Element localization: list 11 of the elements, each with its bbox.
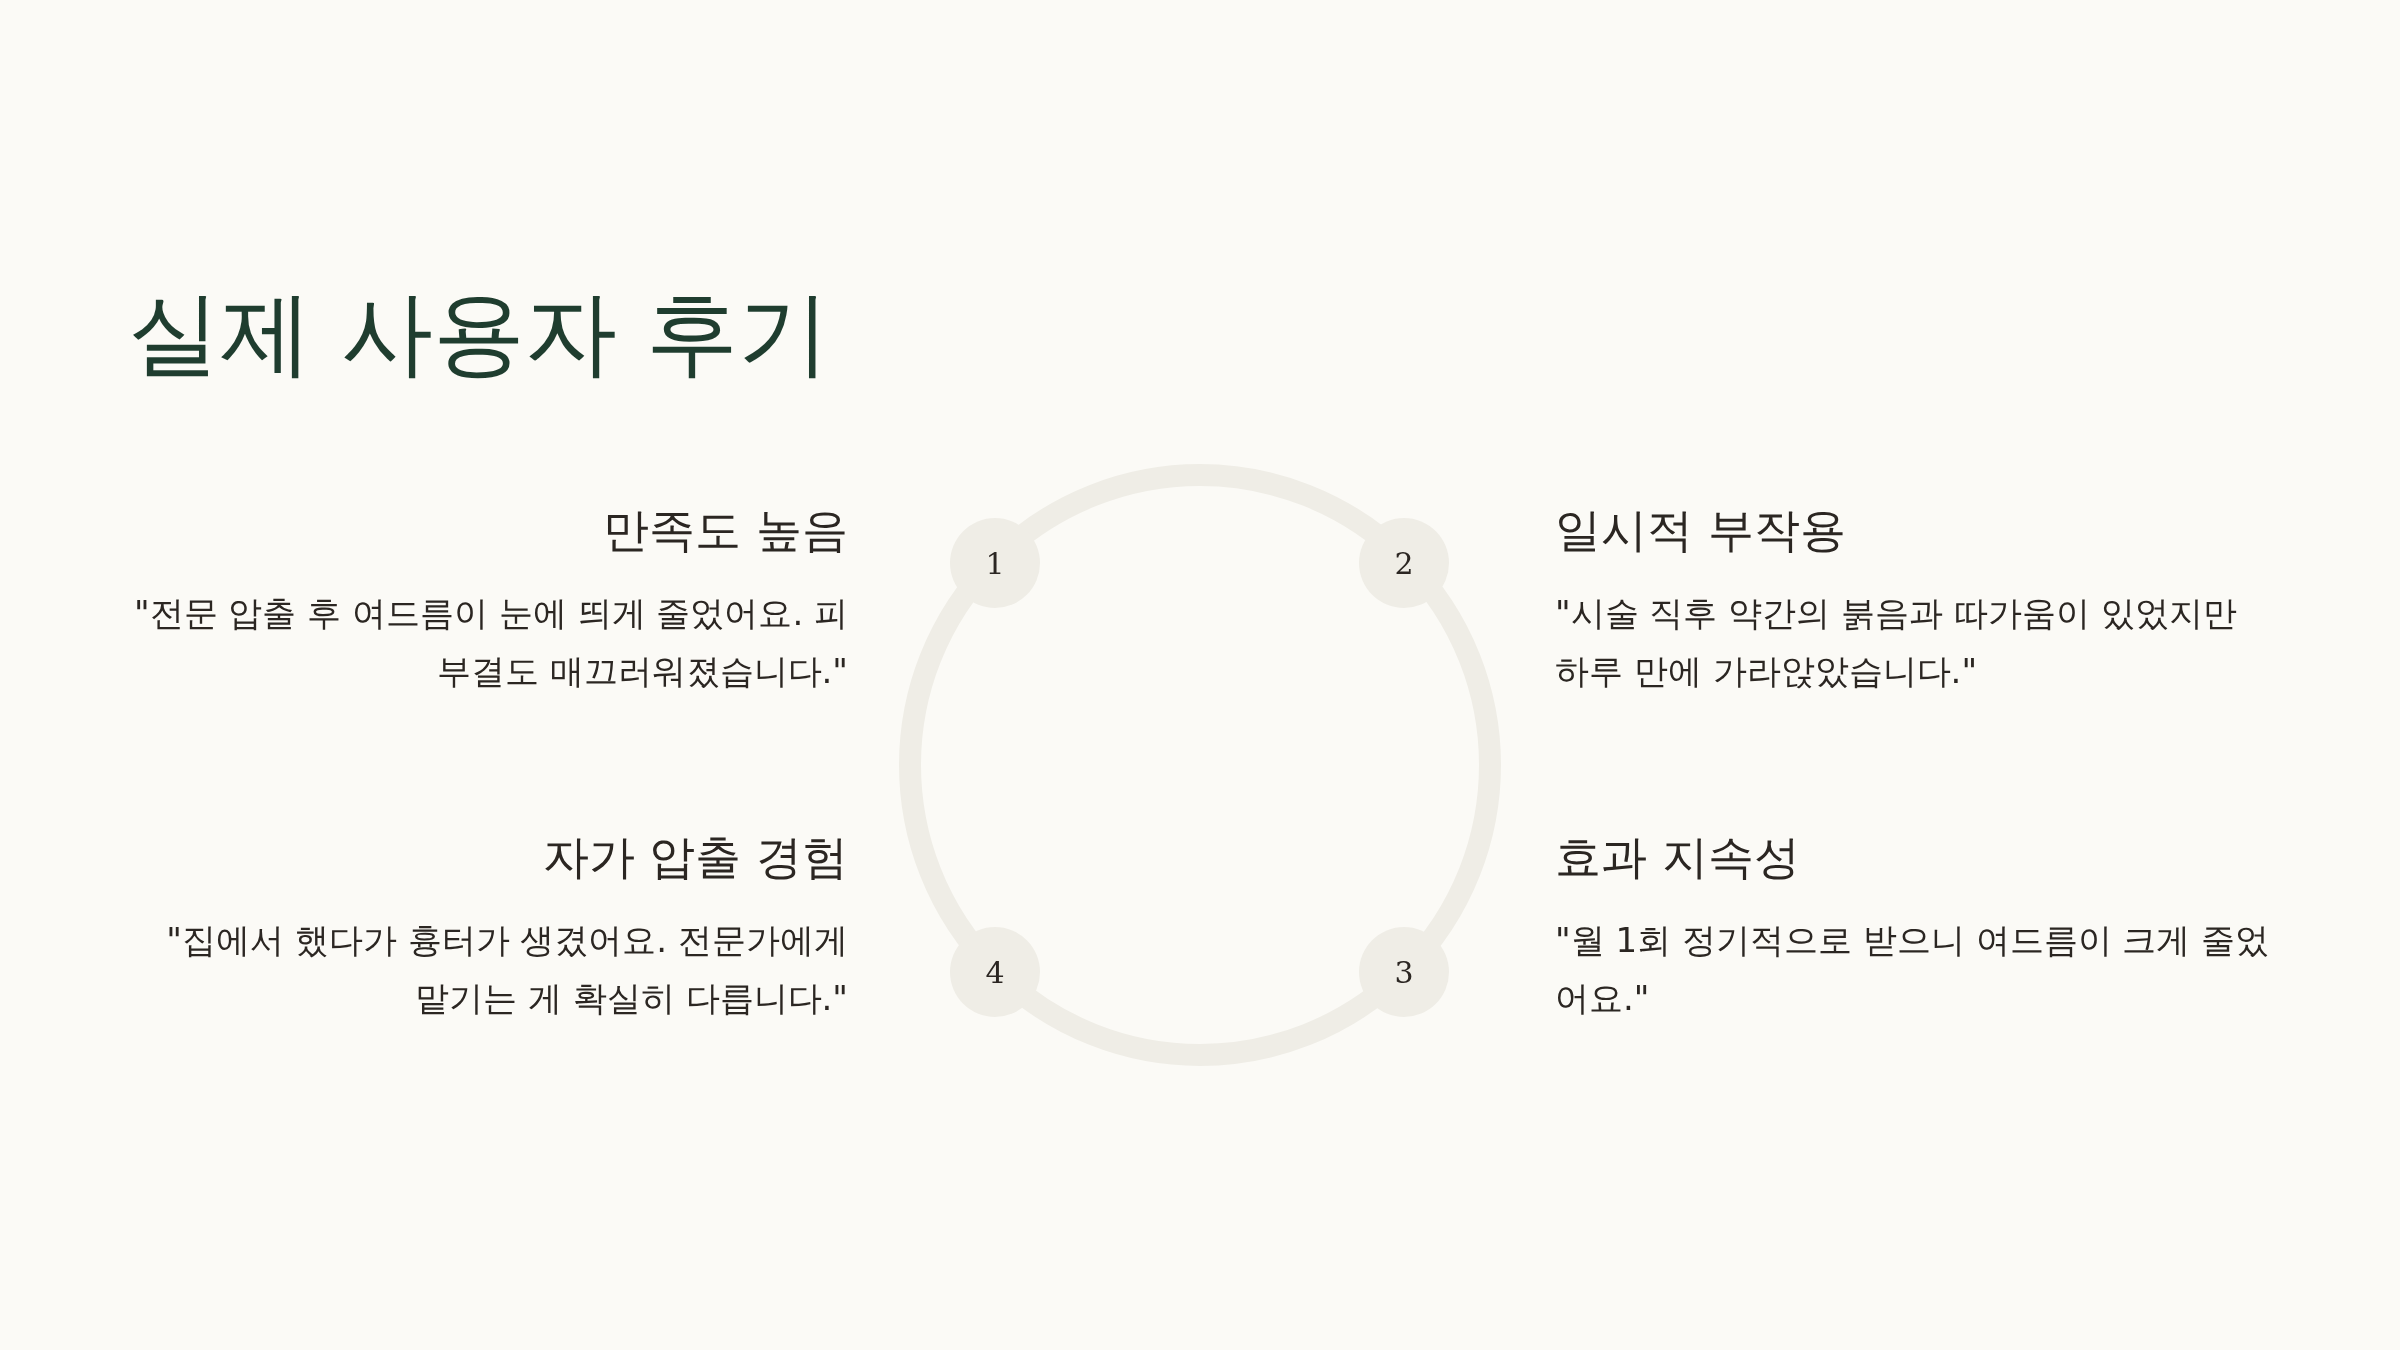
slide-title: 실제 사용자 후기 (128, 279, 831, 389)
review-heading: 만족도 높음 (603, 502, 848, 559)
review-heading: 일시적 부작용 (1555, 502, 1846, 559)
number-badge: 4 (950, 927, 1040, 1017)
review-heading: 효과 지속성 (1555, 829, 1800, 886)
review-quote: "월 1회 정기적으로 받으니 여드름이 크게 줄었어요." (1555, 919, 2271, 1020)
review-quote: "시술 직후 약간의 붉음과 따가움이 있었지만 하루 만에 가라앉았습니다." (1555, 592, 2238, 693)
review-quote: "전문 압출 후 여드름이 눈에 띄게 줄었어요. 피부결도 매끄러워졌습니다." (132, 592, 848, 693)
number-badge: 3 (1359, 927, 1449, 1017)
review-heading: 자가 압출 경험 (542, 829, 848, 886)
review-quote: "집에서 했다가 흉터가 생겼어요. 전문가에게 맡기는 게 확실히 다릅니다." (165, 919, 848, 1020)
